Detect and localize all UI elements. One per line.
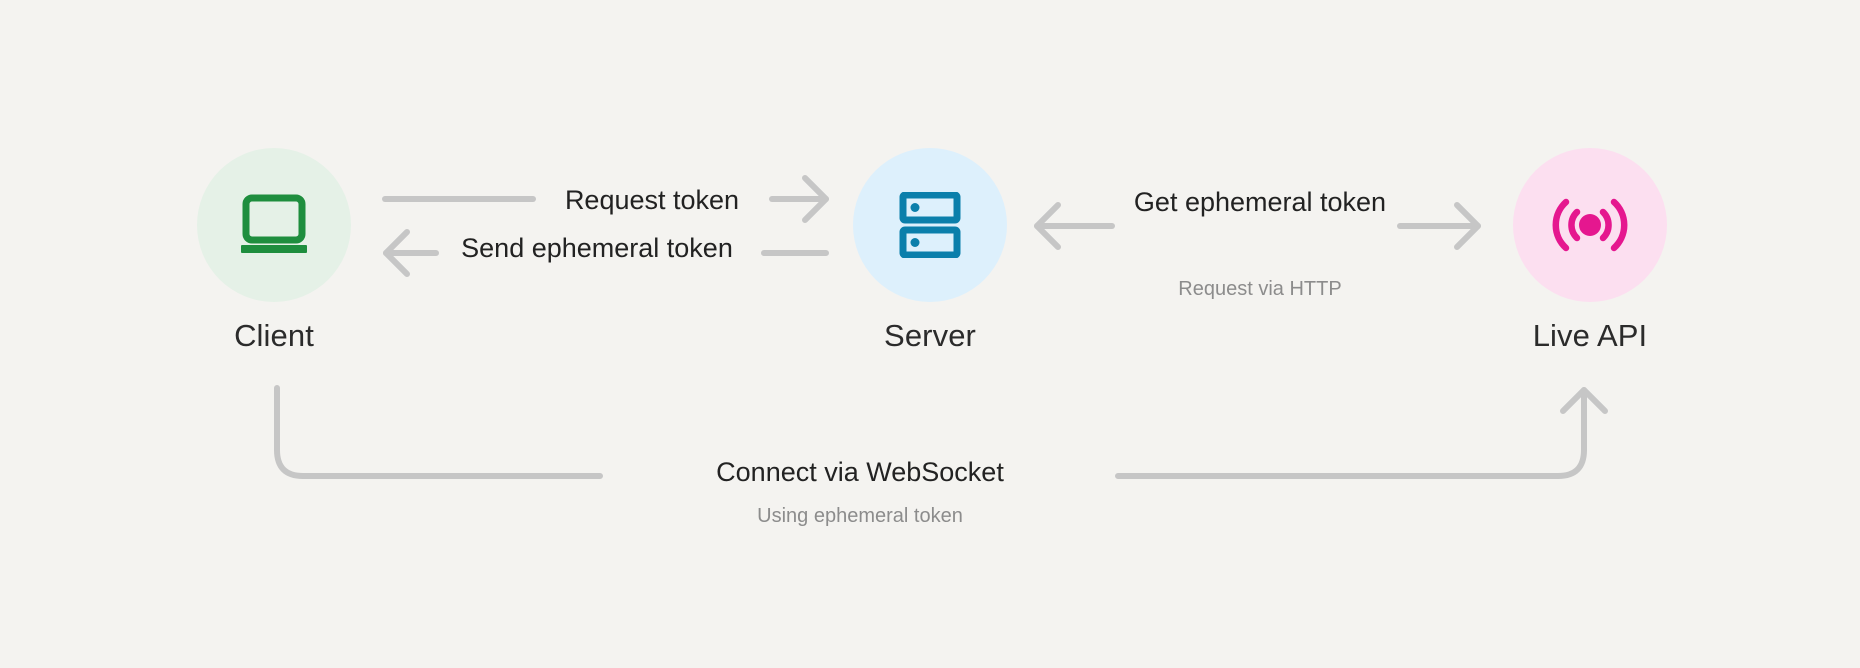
server-icon [899,192,961,258]
laptop-icon [241,194,307,253]
edge-label-get-ephemeral-token: Get ephemeral token [1133,187,1387,217]
edge-sublabel-using-ephemeral-token: Using ephemeral token [757,505,963,527]
edge-label-send-ephemeral-token: Send ephemeral token [461,233,733,263]
edge-get-ephemeral-token [1034,202,1481,250]
node-liveapi-circle [1513,148,1667,302]
edge-connect-ws-path-right [1115,387,1587,479]
edge-request-token [382,175,829,223]
edge-connect-ws-arrowhead [1560,387,1608,414]
node-server[interactable]: Server [850,148,1010,354]
node-client-label: Client [234,318,314,353]
edge-sublabel-request-via-http: Request via HTTP [1178,278,1342,300]
edge-send-token-arrowhead [383,229,410,277]
edge-label-connect-via-websocket: Connect via WebSocket [716,457,1004,487]
node-client-circle [197,148,351,302]
node-client[interactable]: Client [194,148,354,354]
edge-connect-websocket [274,385,1608,479]
node-liveapi[interactable]: Live API [1510,148,1670,354]
node-server-label: Server [884,318,976,353]
edge-get-token-arrowhead-right [1454,202,1481,250]
edge-label-request-token: Request token [564,185,740,215]
node-liveapi-label: Live API [1532,318,1648,353]
node-server-circle [853,148,1007,302]
edge-connect-ws-path-left [274,385,603,479]
edge-request-token-arrowhead [802,175,829,223]
broadcast-icon [1552,198,1628,252]
edge-get-token-arrowhead-left [1034,202,1061,250]
edge-send-ephemeral-token [383,229,829,277]
